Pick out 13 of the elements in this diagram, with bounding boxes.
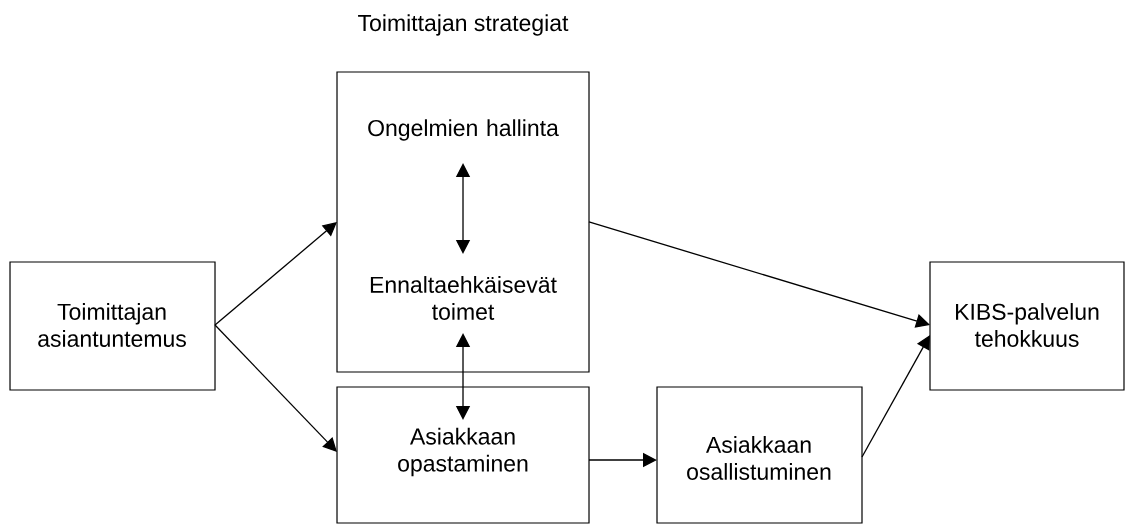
process-box: Asiakkaan osallistuminen: [656, 386, 863, 524]
process-box: Toimittajan asiantuntemus: [9, 261, 216, 391]
strategy-label: Ennaltaehkäisevät toimet: [370, 276, 557, 320]
arrow: [214, 324, 337, 452]
arrow: [455, 333, 471, 420]
node-label: Toimittajan strategiat: [358, 14, 569, 36]
arrow: [588, 221, 930, 328]
arrow: [861, 335, 930, 458]
process-box: KIBS-palvelun tehokkuus: [929, 261, 1125, 391]
arrow: [214, 222, 337, 326]
strategy-label: Ongelmien hallinta: [368, 119, 559, 141]
arrow: [455, 163, 471, 254]
process-box: Asiakkaan opastaminen: [336, 386, 590, 524]
